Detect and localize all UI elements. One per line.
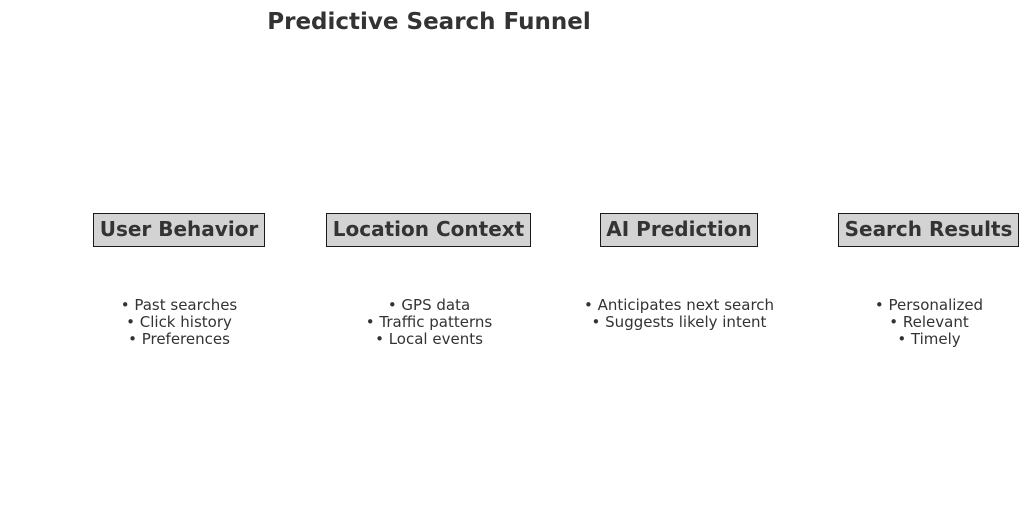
detail-item: • Local events (375, 330, 483, 348)
detail-item: • Click history (126, 313, 232, 331)
stage-box-ai-prediction: AI Prediction (600, 213, 758, 247)
detail-item: • Relevant (889, 313, 969, 331)
detail-item: • GPS data (387, 296, 471, 314)
detail-item: • Timely (897, 330, 961, 348)
stage-details-user-behavior: • Past searches • Click history • Prefer… (59, 297, 299, 348)
detail-item: • Preferences (128, 330, 230, 348)
detail-item: • Suggests likely intent (591, 313, 767, 331)
stage-details-location-context: • GPS data • Traffic patterns • Local ev… (309, 297, 549, 348)
diagram-title: Predictive Search Funnel (267, 9, 591, 35)
stage-box-search-results: Search Results (838, 213, 1019, 247)
detail-item: • Personalized (874, 296, 984, 314)
stage-details-ai-prediction: • Anticipates next search • Suggests lik… (559, 297, 799, 331)
stage-box-location-context: Location Context (326, 213, 531, 247)
detail-item: • Anticipates next search (583, 296, 775, 314)
detail-item: • Traffic patterns (365, 313, 493, 331)
stage-box-user-behavior: User Behavior (93, 213, 265, 247)
detail-item: • Past searches (120, 296, 238, 314)
stage-details-search-results: • Personalized • Relevant • Timely (809, 297, 1024, 348)
